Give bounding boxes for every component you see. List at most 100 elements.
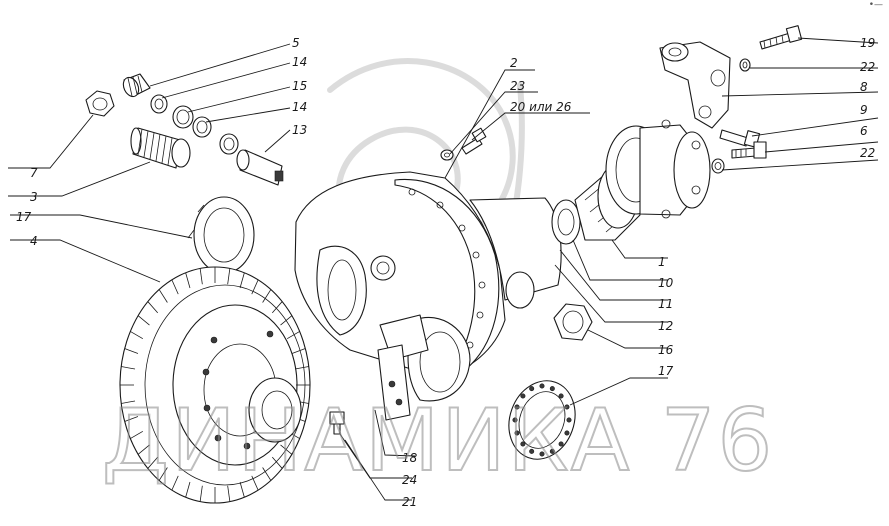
gear-tooth <box>280 444 293 455</box>
bearing-roller <box>549 448 555 454</box>
pinion-bearing-part-10 <box>551 199 581 245</box>
ring-gear-part-4 <box>119 266 311 504</box>
sleeve-part-13 <box>236 149 284 186</box>
ring-part-14b <box>219 133 239 155</box>
callout-16: 16 <box>658 343 674 357</box>
callout-6: 6 <box>860 124 868 138</box>
callout-11: 11 <box>658 297 673 311</box>
gear-tooth <box>130 430 144 439</box>
gear-tooth <box>199 485 203 502</box>
gear-tooth <box>185 272 191 289</box>
callout-13: 13 <box>292 123 307 137</box>
gear-tooth <box>262 467 272 481</box>
ring-part-14a <box>150 94 168 114</box>
bearing-part-15 <box>172 105 194 129</box>
gear-tooth <box>121 400 136 404</box>
bearing-roller <box>520 441 526 447</box>
callout-8: 8 <box>860 80 868 94</box>
callout-22a: 22 <box>860 60 875 74</box>
callout-21: 21 <box>402 495 417 509</box>
washer-part-22b <box>711 158 725 174</box>
nut-part-16 <box>553 303 593 341</box>
differential-housing <box>294 171 562 421</box>
bearing-roller <box>539 451 545 457</box>
gear-tooth <box>280 315 293 326</box>
gear-tooth <box>271 301 283 314</box>
gear-tooth <box>121 366 136 370</box>
gear-tooth <box>171 475 179 491</box>
bearing-roller <box>549 386 555 392</box>
callout-10: 10 <box>658 276 674 290</box>
callout-5: 5 <box>292 36 300 50</box>
bearing-cup-part-17b <box>508 380 576 460</box>
gear-tooth <box>239 272 245 289</box>
callout-19: 19 <box>860 36 875 50</box>
callout-17b: 17 <box>658 364 674 378</box>
bearing-roller <box>512 417 518 423</box>
gear-tooth <box>286 331 300 340</box>
gear-tooth <box>185 481 191 498</box>
gear-tooth <box>130 331 144 340</box>
gear-tooth <box>291 348 306 354</box>
bearing-roller <box>558 441 564 447</box>
bearing-cup-part-17a <box>187 196 255 274</box>
gear-tooth <box>251 475 259 491</box>
bearing-roller <box>564 430 570 436</box>
leader-lines <box>8 37 879 501</box>
pinion-housing <box>605 119 711 219</box>
bearing-roller <box>564 404 570 410</box>
gear-tooth <box>239 481 245 498</box>
bearing-roller <box>529 448 535 454</box>
washer-part-22a <box>739 58 751 72</box>
callout-3: 3 <box>30 190 38 204</box>
gear-tooth <box>124 348 139 354</box>
gear-tooth <box>227 268 231 285</box>
callout-14a: 14 <box>292 55 307 69</box>
bearing-roller <box>539 383 545 389</box>
gear-tooth <box>147 301 159 314</box>
callout-24: 24 <box>402 473 417 487</box>
gear-tooth <box>171 279 179 295</box>
washer-part-23 <box>440 149 454 161</box>
callout-17a: 17 <box>16 210 32 224</box>
gear-tooth <box>158 289 168 303</box>
callout-22b: 22 <box>860 146 875 160</box>
bearing-roller <box>514 430 520 436</box>
callout-23: 23 <box>510 79 525 93</box>
nut-part-7 <box>85 90 115 117</box>
gear-tooth <box>124 416 139 422</box>
gear-tooth <box>294 366 309 370</box>
gear-tooth <box>262 289 272 303</box>
bearing-roller <box>566 417 572 423</box>
callout-labels: 5 14 15 14 13 7 3 17 4 2 23 20 или 26 19… <box>16 36 875 509</box>
bearing-roller <box>558 393 564 399</box>
callout-2: 2 <box>510 56 518 70</box>
callout-1: 1 <box>658 255 666 269</box>
bearing-roller <box>529 386 535 392</box>
gear-tooth <box>199 268 203 285</box>
gear-tooth <box>251 279 259 295</box>
bearing-roller <box>514 404 520 410</box>
callout-20: 20 или 26 <box>510 100 572 114</box>
callout-12: 12 <box>658 319 673 333</box>
corner-mark: •— <box>868 0 883 10</box>
threaded-shaft-part-3 <box>130 127 191 169</box>
gear-tooth <box>158 467 168 481</box>
callout-4: 4 <box>30 234 38 248</box>
bearing-part-15b <box>192 116 212 138</box>
gear-tooth <box>227 485 231 502</box>
callout-15: 15 <box>292 79 307 93</box>
bracket-part-8 <box>659 41 731 129</box>
watermark-text: ДИНАМИКА 76 <box>102 391 774 491</box>
gear-tooth <box>271 456 283 469</box>
plug-part-5 <box>122 73 151 98</box>
bolt-part-19 <box>759 25 803 50</box>
callout-9: 9 <box>860 103 868 117</box>
gear-tooth <box>137 444 150 455</box>
gear-tooth <box>147 456 159 469</box>
callout-14b: 14 <box>292 100 307 114</box>
bearing-roller <box>520 393 526 399</box>
callout-18: 18 <box>402 451 418 465</box>
